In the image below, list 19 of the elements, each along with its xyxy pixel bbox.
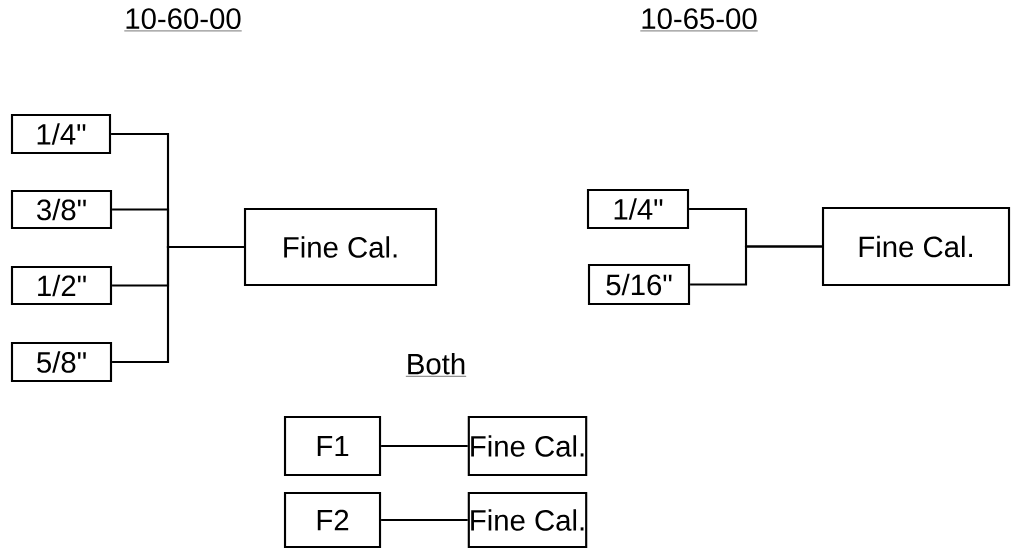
- process-box: 1/4": [10, 113, 112, 155]
- heading: Both: [405, 352, 467, 377]
- process-box: 5/8": [10, 341, 113, 383]
- connector-line: [381, 518, 468, 522]
- connector-line: [112, 245, 244, 364]
- heading: 10-65-00: [640, 8, 758, 32]
- process-box: 1/2": [10, 265, 113, 306]
- process-box: Fine Cal.: [821, 206, 1011, 287]
- process-box: 5/16": [587, 263, 691, 306]
- process-box: F2: [283, 491, 382, 549]
- connector-line: [690, 245, 822, 286]
- process-box: Fine Cal.: [467, 491, 588, 549]
- process-box: Fine Cal.: [243, 207, 438, 287]
- process-box: F1: [283, 415, 382, 477]
- process-box: 3/8": [10, 189, 113, 230]
- process-box: 1/4": [586, 188, 690, 230]
- heading: 10-60-00: [124, 8, 242, 32]
- connector-line: [381, 444, 468, 448]
- process-box: Fine Cal.: [467, 415, 588, 477]
